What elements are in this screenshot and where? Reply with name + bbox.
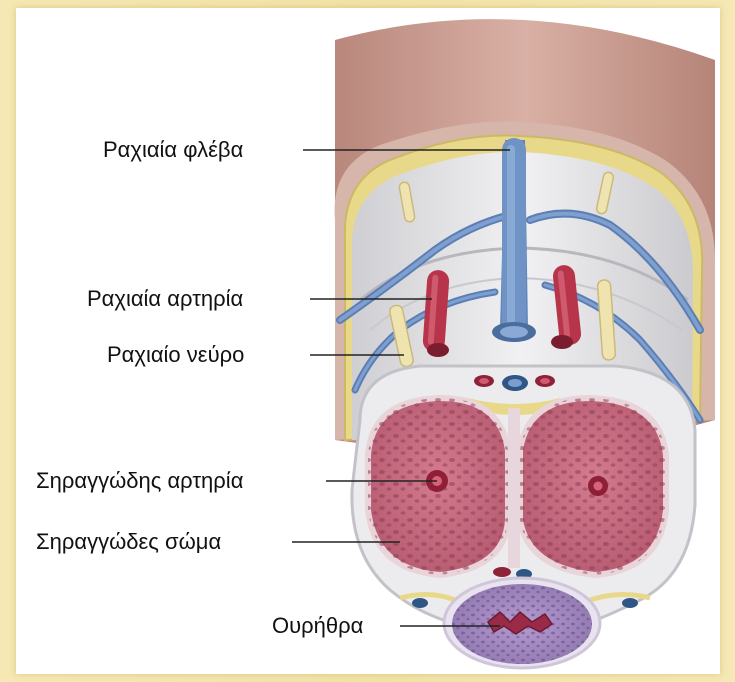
urethra-lumen	[488, 612, 552, 634]
cavernous-artery-right	[588, 476, 608, 496]
label-cavernous-body: Σηραγγώδες σώμα	[36, 530, 221, 554]
label-dorsal-nerve: Ραχιαίο νεύρο	[107, 343, 244, 367]
label-cavernous-artery: Σηραγγώδης αρτηρία	[36, 469, 243, 493]
label-urethra: Ουρήθρα	[272, 614, 363, 638]
label-dorsal-artery: Ραχιαία αρτηρία	[87, 287, 243, 311]
label-dorsal-vein: Ραχιαία φλέβα	[103, 138, 243, 162]
